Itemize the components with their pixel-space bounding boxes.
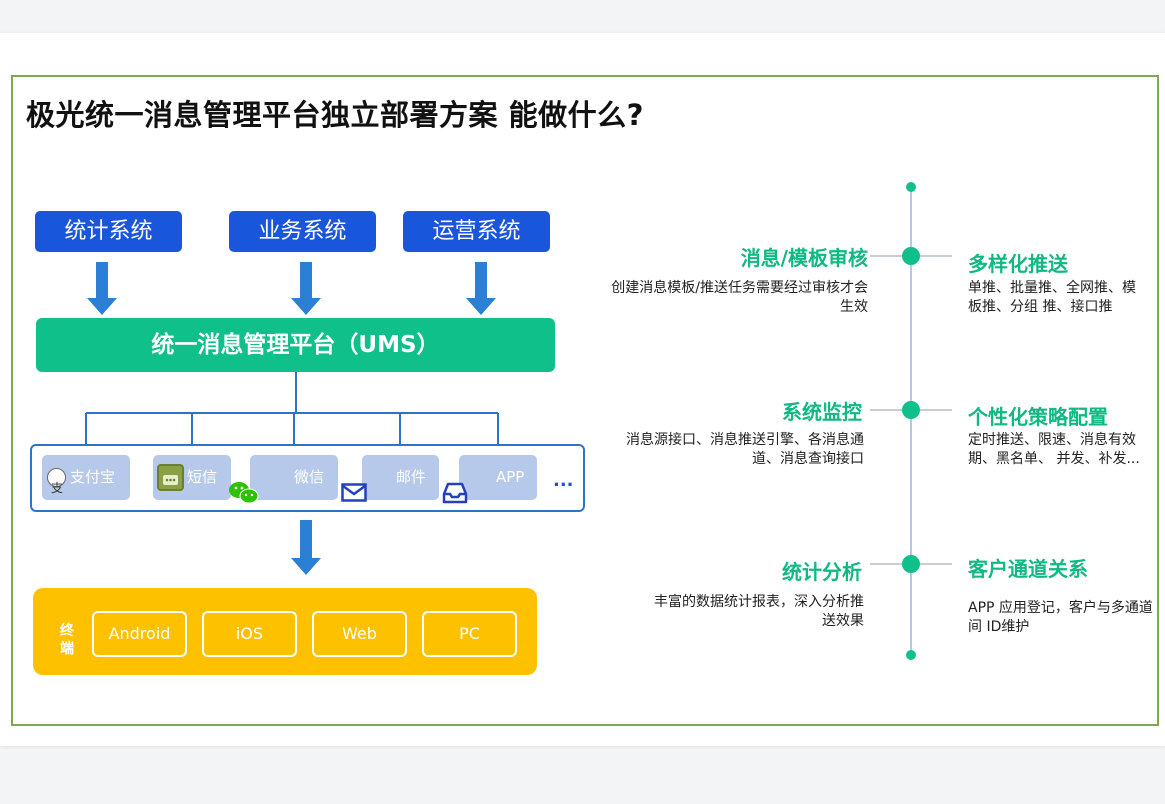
feature-review-desc: 创建消息模板/推送任务需要经过审核才会生效 bbox=[611, 280, 868, 315]
sms-icon bbox=[157, 464, 184, 491]
terminal-pc: PC bbox=[422, 611, 517, 657]
feature-strategy-title: 个性化策略配置 bbox=[968, 405, 1108, 429]
inbox-icon bbox=[442, 481, 468, 509]
feature-channel-rel-desc: APP 应用登记，客户与多通道间 ID维护 bbox=[968, 600, 1153, 635]
feature-analytics-desc: 丰富的数据统计报表，深入分析推送效果 bbox=[654, 594, 864, 629]
feature-monitor-title: 系统监控 bbox=[782, 400, 862, 424]
feature-multi-push-desc: 单推、批量推、全网推、模板推、分组 推、接口推 bbox=[968, 280, 1136, 315]
system-statistics: 统计系统 bbox=[35, 211, 182, 252]
feature-strategy-desc: 定时推送、限速、消息有效期、黑名单、 并发、补发... bbox=[968, 432, 1140, 467]
mail-icon bbox=[341, 483, 367, 506]
feature-channel-rel-title: 客户通道关系 bbox=[968, 557, 1088, 581]
system-business: 业务系统 bbox=[229, 211, 376, 252]
channel-alipay-label: 支付宝 bbox=[70, 468, 116, 486]
channel-wechat-label: 微信 bbox=[294, 468, 325, 486]
feature-analytics-title: 统计分析 bbox=[782, 560, 862, 584]
feature-review-title: 消息/模板审核 bbox=[740, 246, 868, 270]
feature-multi-push-title: 多样化推送 bbox=[968, 252, 1068, 276]
feature-monitor-desc: 消息源接口、消息推送引擎、各消息通道、消息查询接口 bbox=[626, 432, 864, 467]
page-title: 极光统一消息管理平台独立部署方案 能做什么? bbox=[26, 98, 644, 132]
channel-app: APP bbox=[459, 455, 537, 500]
channel-alipay: 支 支付宝 bbox=[42, 455, 130, 500]
alipay-icon: 支 bbox=[47, 468, 66, 495]
channel-app-label: APP bbox=[496, 468, 525, 486]
terminal-ios: iOS bbox=[202, 611, 297, 657]
ums-platform: 统一消息管理平台（UMS） bbox=[36, 318, 555, 372]
svg-text:支: 支 bbox=[51, 481, 63, 495]
terminal-android: Android bbox=[92, 611, 187, 657]
channel-wechat: 微信 bbox=[250, 455, 338, 500]
channel-email-label: 邮件 bbox=[396, 468, 427, 486]
channel-sms-label: 短信 bbox=[187, 468, 218, 486]
more-channels: ... bbox=[553, 470, 574, 491]
terminal-web: Web bbox=[312, 611, 407, 657]
terminal-label: 终端 bbox=[60, 623, 74, 657]
system-operations: 运营系统 bbox=[403, 211, 550, 252]
terminal-container bbox=[33, 588, 537, 675]
wechat-icon bbox=[228, 480, 260, 510]
channel-email: 邮件 bbox=[362, 455, 439, 500]
content-frame bbox=[11, 75, 1159, 726]
channel-sms: 短信 bbox=[153, 455, 231, 500]
